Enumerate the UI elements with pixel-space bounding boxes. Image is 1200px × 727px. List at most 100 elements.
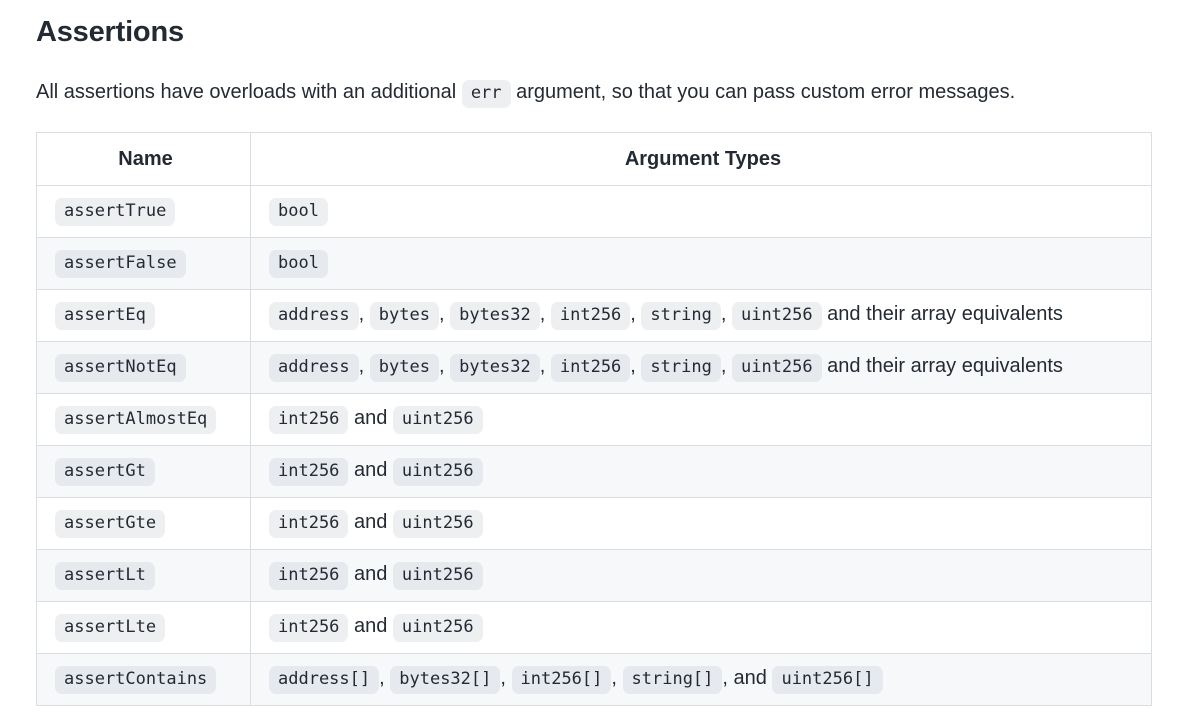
intro-text-after: argument, so that you can pass custom er… (516, 81, 1016, 103)
argument-text: , (358, 354, 370, 377)
argument-text: , (611, 666, 623, 689)
intro-text-before: All assertions have overloads with an ad… (36, 81, 457, 103)
assertion-name-chip: assertGte (55, 509, 166, 538)
table-row: assertGte int256 and uint256 (36, 497, 1152, 550)
argument-types-cell: bool (250, 237, 1152, 290)
assertion-name-chip: assertEq (55, 301, 155, 330)
argument-type-chip: uint256 (392, 613, 483, 642)
table-row: assertAlmostEq int256 and uint256 (36, 393, 1152, 446)
argument-text: , (358, 302, 370, 325)
assertion-name-chip: assertNotEq (55, 353, 186, 382)
intro-paragraph: All assertions have overloads with an ad… (36, 77, 1152, 108)
argument-text: and (348, 458, 393, 481)
argument-types-cell: int256 and uint256 (250, 601, 1152, 654)
table-body: assertTrue bool assertFalse bool assertEq add… (36, 185, 1152, 706)
argument-types-cell: bool (250, 185, 1152, 238)
assertion-name-chip: assertGt (55, 457, 155, 486)
doc-content: Assertions All assertions have overloads… (36, 16, 1152, 706)
argument-type-chip: address[] (269, 665, 380, 694)
table-row: assertLte int256 and uint256 (36, 601, 1152, 654)
argument-type-chip: bool (269, 197, 328, 226)
table-row: assertTrue bool (36, 185, 1152, 238)
argument-text: , (438, 302, 451, 325)
argument-type-chip: bytes (369, 301, 439, 330)
argument-type-chip: int256 (269, 405, 349, 434)
argument-text: and their array equivalents (821, 354, 1063, 377)
argument-type-chip: int256[] (511, 665, 612, 694)
argument-type-chip: int256 (269, 561, 349, 590)
argument-text: and (348, 614, 393, 637)
argument-text: and (348, 406, 393, 429)
argument-type-chip: bytes32[] (390, 665, 501, 694)
table-header: Name Argument Types (36, 132, 1152, 186)
argument-text: , (630, 302, 642, 325)
argument-types-cell: int256 and uint256 (250, 497, 1152, 550)
header-row: Name Argument Types (36, 132, 1152, 186)
assertion-name-chip: assertContains (55, 665, 217, 694)
assertion-name-cell: assertContains (36, 653, 251, 706)
argument-types-cell: address, bytes, bytes32, int256, string,… (250, 289, 1152, 342)
argument-text: , (539, 302, 551, 325)
assertion-name-chip: assertLte (55, 613, 166, 642)
assertion-name-chip: assertAlmostEq (55, 405, 217, 434)
argument-type-chip: uint256 (731, 353, 822, 382)
argument-type-chip: int256 (550, 301, 631, 330)
assertion-name-cell: assertLte (36, 601, 251, 654)
table-row: assertNotEq address, bytes, bytes32, int2… (36, 341, 1152, 394)
argument-text: , (720, 302, 732, 325)
argument-type-chip: bool (269, 249, 328, 278)
assertion-name-cell: assertEq (36, 289, 251, 342)
argument-type-chip: uint256 (392, 405, 483, 434)
argument-text: , (720, 354, 732, 377)
table-row: assertContains address[], bytes32[], int2… (36, 653, 1152, 706)
assertion-name-cell: assertAlmostEq (36, 393, 251, 446)
assertion-name-chip: assertFalse (55, 249, 186, 278)
assertion-name-chip: assertTrue (55, 197, 176, 226)
table-row: assertEq address, bytes, bytes32, int256,… (36, 289, 1152, 342)
table-row: assertGt int256 and uint256 (36, 445, 1152, 498)
argument-types-cell: address, bytes, bytes32, int256, string,… (250, 341, 1152, 394)
argument-types-cell: int256 and uint256 (250, 445, 1152, 498)
argument-type-chip: string (641, 301, 721, 330)
inline-code-err: err (461, 80, 511, 108)
argument-type-chip: uint256 (731, 301, 822, 330)
argument-text: , (630, 354, 642, 377)
argument-types-cell: address[], bytes32[], int256[], string[]… (250, 653, 1152, 706)
argument-text: , (539, 354, 551, 377)
argument-type-chip: uint256 (392, 561, 483, 590)
argument-type-chip: bytes (369, 353, 439, 382)
argument-type-chip: string (641, 353, 721, 382)
argument-text: , (500, 666, 512, 689)
argument-type-chip: bytes32 (450, 301, 540, 330)
argument-type-chip: address (269, 353, 359, 382)
argument-type-chip: uint256[] (772, 665, 883, 694)
argument-type-chip: int256 (550, 353, 631, 382)
argument-types-cell: int256 and uint256 (250, 393, 1152, 446)
assertion-name-cell: assertNotEq (36, 341, 251, 394)
argument-type-chip: int256 (269, 509, 349, 538)
argument-type-chip: string[] (622, 665, 723, 694)
assertion-name-cell: assertGte (36, 497, 251, 550)
assertion-name-cell: assertFalse (36, 237, 251, 290)
argument-type-chip: address (269, 301, 359, 330)
table-row: assertLt int256 and uint256 (36, 549, 1152, 602)
argument-type-chip: int256 (269, 457, 349, 486)
table-row: assertFalse bool (36, 237, 1152, 290)
column-header-argument-types: Argument Types (250, 132, 1152, 186)
argument-type-chip: uint256 (392, 457, 483, 486)
argument-text: and their array equivalents (821, 302, 1063, 325)
argument-text: and (348, 562, 393, 585)
assertion-name-chip: assertLt (55, 561, 155, 590)
column-header-name: Name (36, 132, 251, 186)
argument-text: , and (722, 666, 773, 689)
argument-text: , (438, 354, 451, 377)
assertion-name-cell: assertGt (36, 445, 251, 498)
argument-type-chip: uint256 (392, 509, 483, 538)
page-title: Assertions (36, 16, 184, 48)
argument-type-chip: int256 (269, 613, 349, 642)
argument-types-cell: int256 and uint256 (250, 549, 1152, 602)
assertion-name-cell: assertLt (36, 549, 251, 602)
argument-text: and (348, 510, 393, 533)
argument-text: , (379, 666, 391, 689)
